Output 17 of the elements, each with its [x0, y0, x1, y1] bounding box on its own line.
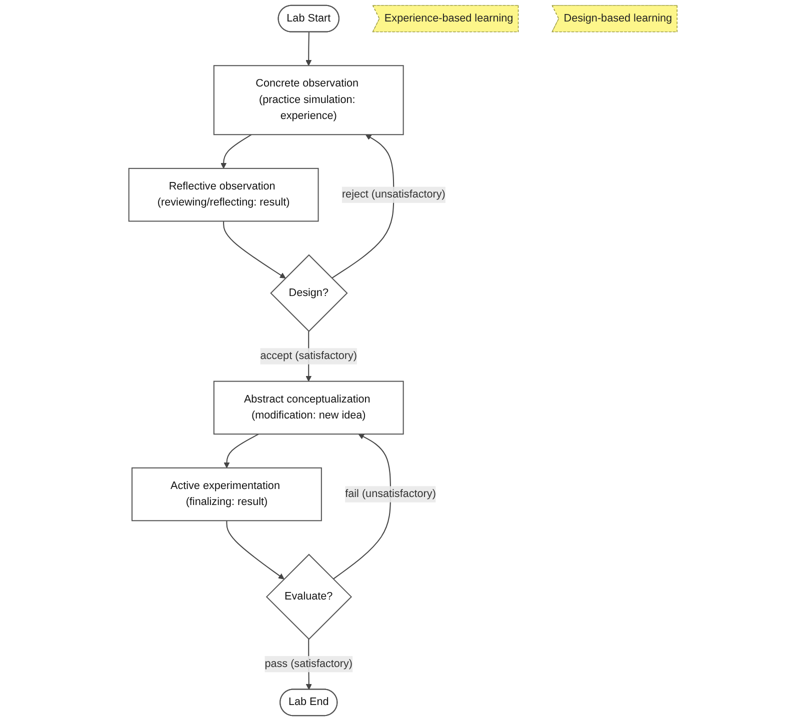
arrow [220, 134, 252, 169]
node-diamond: Design? [270, 254, 348, 332]
node-box: Reflective observation (reviewing/reflecting: result) [128, 168, 319, 222]
arrow [306, 32, 312, 66]
edge-label: pass (satisfactory) [264, 658, 353, 670]
edge-label: fail (unsatisfactory) [345, 488, 436, 500]
arrow [226, 520, 284, 580]
arrow [224, 434, 259, 468]
node-diamond: Evaluate? [266, 554, 352, 640]
edge-label: reject (unsatisfactory) [342, 188, 446, 200]
node-box: Active experimentation (finalizing: result) [132, 467, 322, 522]
arrow [332, 134, 394, 279]
node-box: Concrete observation (practice simulation: experience) [213, 65, 404, 136]
node-box: Abstract conceptualization (modification: new idea) [213, 380, 404, 435]
edge-label: accept (satisfactory) [260, 350, 358, 362]
arrow [332, 434, 392, 580]
arrow [223, 221, 286, 278]
